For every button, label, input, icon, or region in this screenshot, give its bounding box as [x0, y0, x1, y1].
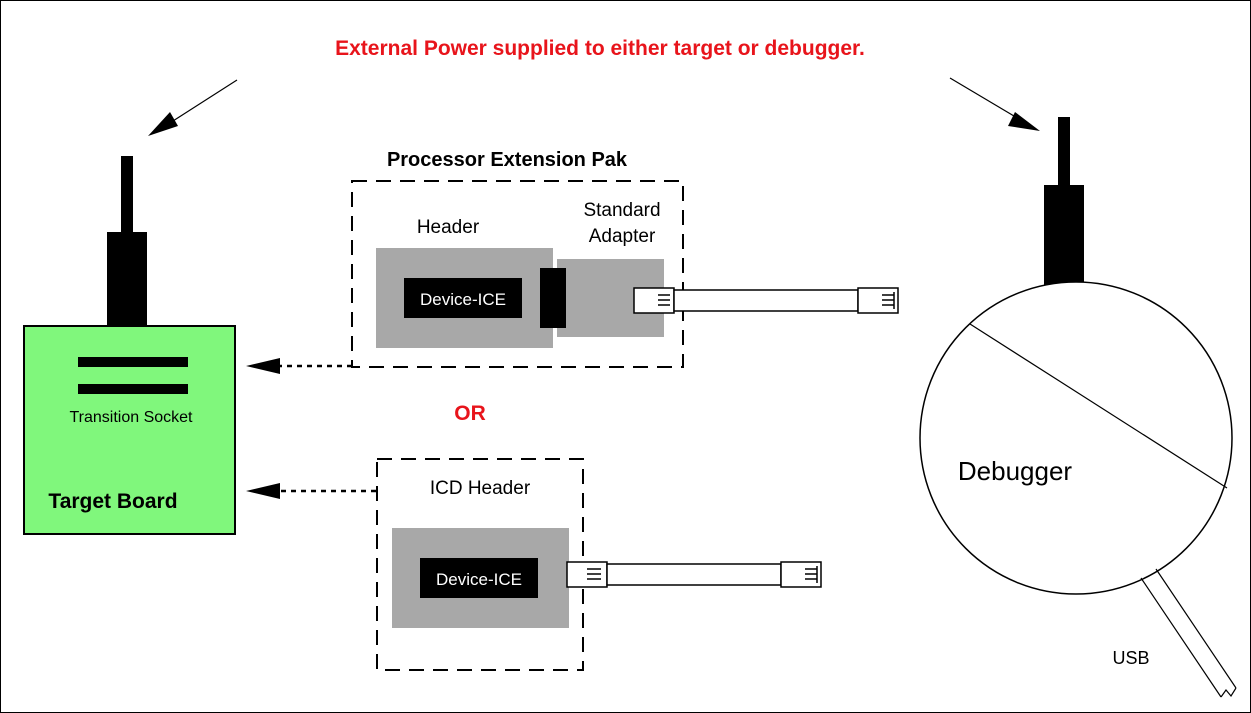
pep-title: Processor Extension Pak: [387, 149, 628, 171]
standard-label-line1: Standard: [583, 200, 660, 221]
device-ice-label-2: Device-ICE: [436, 570, 522, 589]
transition-socket-bar-bottom: [78, 384, 188, 394]
debugger-unit: Debugger: [919, 281, 1233, 595]
device-ice-chip-1: [404, 278, 522, 318]
or-label: OR: [454, 402, 486, 425]
icd-to-target-arrow: [246, 483, 376, 499]
target-power-plug: [107, 156, 147, 326]
debugger-power-plug: [1044, 117, 1084, 285]
icd-dashed-box: [376, 458, 584, 671]
transition-socket-label: Transition Socket: [69, 409, 193, 426]
pep-to-target-arrow: [246, 358, 352, 374]
power-arrow-left: [148, 79, 238, 136]
external-power-label: External Power supplied to either target…: [335, 37, 865, 60]
target-board-label: Target Board: [48, 490, 177, 513]
usb-label: USB: [1112, 648, 1149, 668]
usb-cable: [1140, 568, 1237, 698]
debugger-label: Debugger: [958, 456, 1073, 486]
pep-cable: [633, 287, 899, 314]
power-arrow-right: [949, 77, 1040, 131]
pep-dashed-box: [351, 180, 684, 368]
transition-socket-bar-top: [78, 357, 188, 367]
header-connector: [540, 268, 566, 328]
device-ice-label-1: Device-ICE: [420, 290, 506, 309]
standard-label-line2: Adapter: [589, 226, 656, 247]
target-board: Transition Socket Target Board: [23, 325, 236, 535]
device-ice-chip-2: [420, 558, 538, 598]
icd-header-label: ICD Header: [430, 478, 531, 499]
icd-cable: [566, 561, 822, 588]
header-label: Header: [417, 217, 480, 238]
